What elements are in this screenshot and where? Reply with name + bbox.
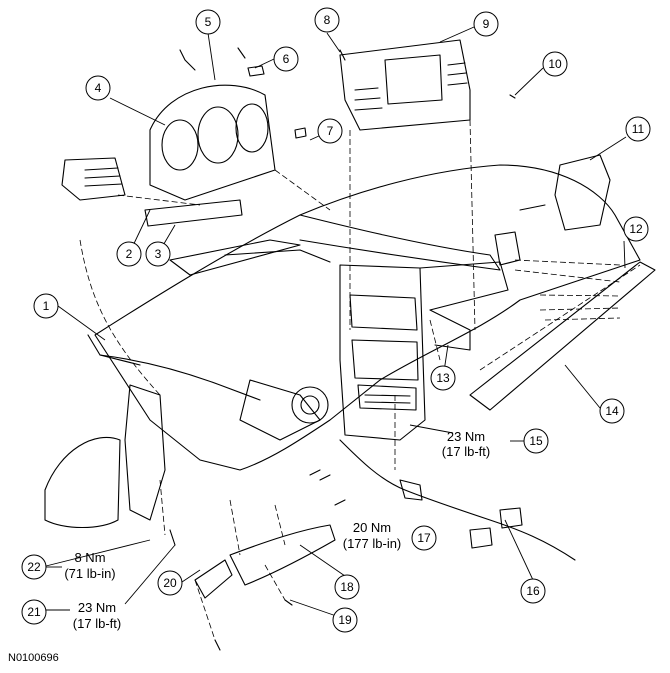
callout-8: 8	[324, 13, 331, 27]
knee-bolster	[229, 524, 336, 586]
callout-11: 11	[632, 122, 645, 136]
callout-13: 13	[436, 371, 450, 385]
torque-17-nm: 20 Nm	[353, 520, 391, 535]
callout-18: 18	[340, 580, 354, 594]
left-end-panel	[124, 384, 166, 521]
callout-19: 19	[338, 613, 352, 627]
callout-6: 6	[283, 52, 290, 66]
torque-22-nm: 8 Nm	[74, 550, 105, 565]
callout-labels: 1 2 3 4 5 6 7 8 9 10 11 12 13 14 15 16 1…	[27, 13, 644, 627]
callout-9: 9	[483, 17, 490, 31]
torque-21-nm: 23 Nm	[78, 600, 116, 615]
callout-14: 14	[605, 404, 619, 418]
torque-specs: 23 Nm (17 lb-ft) 20 Nm (177 lb-in) 23 Nm…	[64, 429, 490, 631]
callout-12: 12	[629, 222, 643, 236]
torque-21-lbft: (17 lb-ft)	[73, 616, 121, 631]
instrument-cluster	[149, 84, 276, 201]
callout-16: 16	[526, 584, 540, 598]
callout-17: 17	[417, 531, 431, 545]
right-end-trim	[554, 154, 611, 231]
torque-22-lbin: (71 lb-in)	[64, 566, 115, 581]
callout-21: 21	[27, 605, 41, 619]
callout-15: 15	[529, 434, 543, 448]
callout-1: 1	[43, 299, 50, 313]
callout-3: 3	[155, 247, 162, 261]
callout-20: 20	[163, 576, 177, 590]
torque-15-lbft: (17 lb-ft)	[442, 444, 490, 459]
figure-id: N0100696	[8, 652, 59, 664]
callout-5: 5	[205, 15, 212, 29]
callout-2: 2	[126, 247, 133, 261]
right-trim-panel	[469, 261, 656, 411]
torque-15-nm: 23 Nm	[447, 429, 485, 444]
callout-7: 7	[327, 124, 334, 138]
left-vent	[61, 157, 126, 201]
callout-10: 10	[548, 57, 562, 71]
instrument-panel-body	[94, 164, 641, 471]
wire-harness	[339, 439, 576, 561]
callout-22: 22	[27, 560, 41, 574]
callout-4: 4	[95, 81, 102, 95]
torque-17-lbin: (177 lb-in)	[343, 536, 402, 551]
